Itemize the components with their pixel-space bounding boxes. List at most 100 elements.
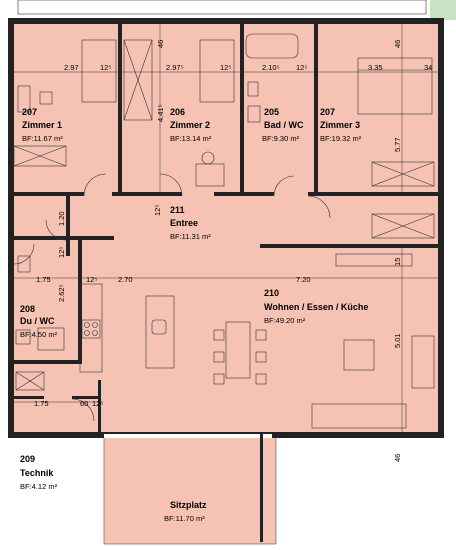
wall-row1-b <box>112 192 182 196</box>
window-bottom <box>104 432 272 434</box>
room-209-number: 209 <box>20 454 35 464</box>
dim-335: 3.35 <box>368 63 383 72</box>
desk-zimmer1 <box>17 85 31 113</box>
dining-chair-1 <box>213 329 225 341</box>
balcony-outline-top <box>17 0 427 15</box>
room-209-name: Technik <box>20 468 54 478</box>
dim-4415: 4.41⁵ <box>156 104 165 122</box>
technik-cabinet-x2 <box>15 371 45 391</box>
apartment-floor <box>12 22 438 432</box>
door-bad <box>273 175 295 197</box>
wardrobe-zimmer2-x2 <box>123 39 153 121</box>
cooktop-burner-3 <box>84 330 90 336</box>
bed-zimmer2 <box>199 39 235 103</box>
wall-duwc-bottom <box>14 360 82 364</box>
room-211-name: Entree <box>170 218 198 228</box>
dim-297: 2.97 <box>64 63 79 72</box>
shower-duwc <box>37 327 65 351</box>
island-sink <box>151 319 167 335</box>
room-208-number: 208 <box>20 304 35 314</box>
kitchen-island <box>145 295 175 369</box>
door-technik <box>71 398 95 422</box>
dim-125-f: 12⁵ <box>86 275 97 284</box>
dim-577: 5.77 <box>393 137 402 152</box>
dim-125-c: 12⁵ <box>296 63 307 72</box>
room-206-area: BF:13.14 m² <box>170 134 212 143</box>
cooktop-burner-1 <box>84 322 90 328</box>
dining-chair-4 <box>255 329 267 341</box>
room-210-name: Wohnen / Essen / Küche <box>264 302 368 312</box>
room-205-area: BF:9.30 m² <box>262 134 300 143</box>
room-207b-number: 207 <box>320 107 335 117</box>
coffee-table <box>343 339 375 371</box>
dim-125-a: 12⁵ <box>100 63 111 72</box>
room-208-area: BF:4.50 m² <box>20 330 58 339</box>
wardrobe-entree-x2 <box>371 213 435 239</box>
room-207a-number: 207 <box>22 107 37 117</box>
wall-bottom-left <box>8 432 104 438</box>
dim-270: 2.70 <box>118 275 133 284</box>
wardrobe-zimmer3 <box>371 161 435 187</box>
wall-zimmer1-2 <box>118 24 122 194</box>
wall-technik-top-b <box>72 396 100 399</box>
room-207a-area: BF:11.67 m² <box>22 134 63 143</box>
dim-46-c: 46 <box>393 454 402 462</box>
dim-2625: 2.62⁵ <box>57 284 66 302</box>
sitzplatz-floor <box>104 438 276 544</box>
room-209-area: BF:4.12 m² <box>20 482 58 491</box>
desk-zimmer2 <box>195 163 225 187</box>
room-206-number: 206 <box>170 107 185 117</box>
sofa-right <box>411 335 435 389</box>
room-210-number: 210 <box>264 288 279 298</box>
wardrobe-zimmer2 <box>123 39 153 121</box>
wall-zimmer2-bad <box>240 24 244 194</box>
sitzplatz-right-post <box>260 432 263 542</box>
dim-125-e: 12⁵ <box>57 247 66 258</box>
wall-entree-left <box>66 196 70 256</box>
room-207b-name: Zimmer 3 <box>320 120 360 130</box>
wardrobe-zimmer1-x2 <box>13 145 67 167</box>
dining-chair-3 <box>213 373 225 385</box>
wall-row1-c <box>214 192 274 196</box>
wall-entree-bottom-right <box>260 244 438 248</box>
sitzplatz-area: BF:11.70 m² <box>164 514 205 523</box>
room-210-area: BF:49.20 m² <box>264 316 306 325</box>
wardrobe-zimmer1 <box>13 145 67 167</box>
cooktop-burner-4 <box>92 330 98 336</box>
wc-bad <box>247 81 259 97</box>
wall-technik-top <box>14 396 44 399</box>
dim-15: 15 <box>393 258 402 266</box>
room-205-name: Bad / WC <box>264 120 304 130</box>
wc-duwc <box>15 329 31 345</box>
room-207b-area: BF:19.32 m² <box>320 134 362 143</box>
dim-720: 7.20 <box>296 275 311 284</box>
dining-chair-5 <box>255 351 267 363</box>
cooktop <box>81 319 101 339</box>
door-zimmer1 <box>83 173 107 197</box>
sink-bad <box>247 105 261 123</box>
dim-60: 60 <box>80 399 88 408</box>
dim-501: 5.01 <box>393 333 402 348</box>
room-211-number: 211 <box>170 205 185 215</box>
dim-125-b: 12⁵ <box>220 63 231 72</box>
dim-125-g: 12⁵ <box>92 399 103 408</box>
dim-2975: 2.97⁵ <box>166 63 184 72</box>
room-206-name: Zimmer 2 <box>170 120 210 130</box>
dim-175-b: 1.75 <box>34 399 49 408</box>
room-211-area: BF:11.31 m² <box>170 232 211 241</box>
kitchen-counter <box>79 283 103 373</box>
wall-bottom-right <box>272 432 444 438</box>
sofa-bottom <box>311 403 407 429</box>
wall-left <box>8 18 14 436</box>
sideboard <box>335 253 413 267</box>
room-208-name: Du / WC <box>20 316 55 326</box>
dining-chair-2 <box>213 351 225 363</box>
bed-zimmer1 <box>81 39 117 103</box>
wall-entree-bottom-left <box>14 236 114 240</box>
dim-175-a: 1.75 <box>36 275 51 284</box>
dim-125-d: 12⁵ <box>153 205 162 216</box>
chair-zimmer2 <box>201 151 215 165</box>
sitzplatz-name: Sitzplatz <box>170 500 207 510</box>
room-205-number: 205 <box>264 107 279 117</box>
